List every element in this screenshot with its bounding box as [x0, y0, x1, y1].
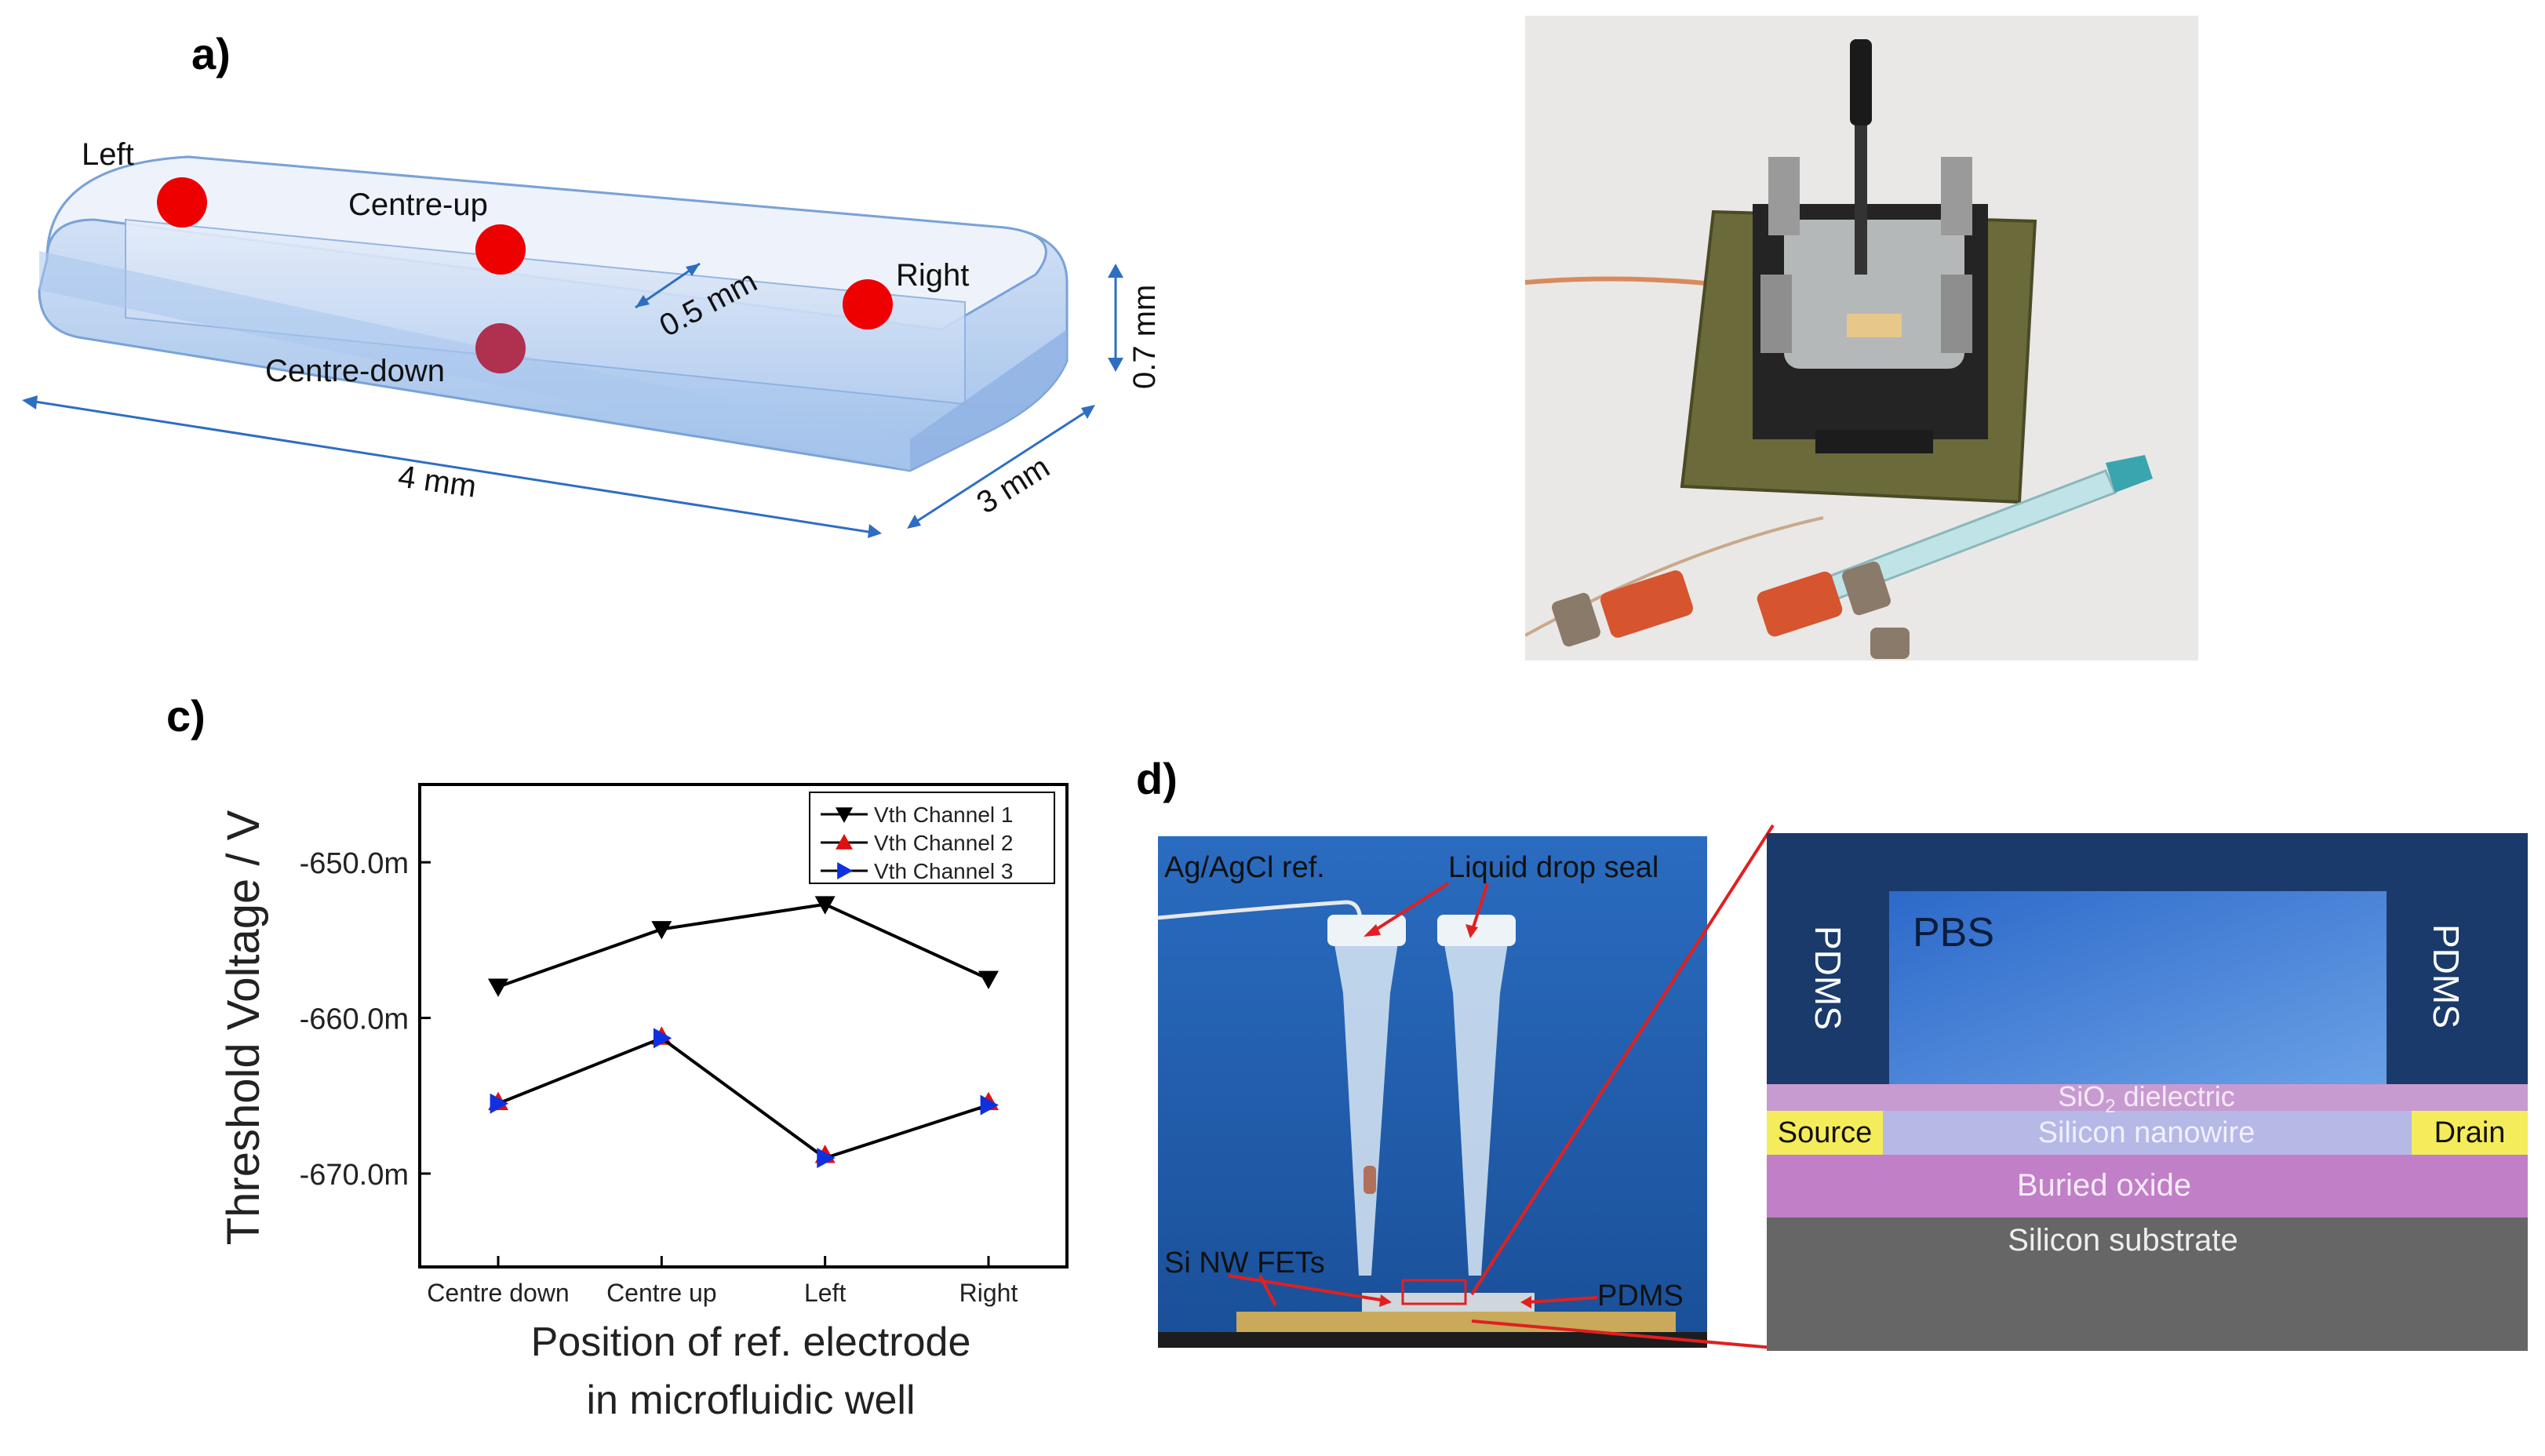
nanowire-layer: [1767, 1111, 2528, 1155]
photo-d-background: [1158, 836, 1707, 1348]
series-line-3: [497, 1036, 989, 1160]
legend: Vth Channel 1 Vth Channel 2 Vth Channel 3: [809, 792, 1055, 884]
x-tick-label: Right: [959, 1279, 1018, 1307]
tube-connector: [1600, 570, 1693, 638]
marker-centre-down: [475, 323, 526, 373]
data-point-series-1: [814, 896, 836, 915]
label-centre-up: Centre-up: [348, 187, 488, 222]
data-point-series-3: [653, 1028, 672, 1049]
panel-a-label: a): [191, 29, 231, 78]
microfluidic-well-diagram: Left Centre-up Right Centre-down 0.5 mm …: [22, 137, 1162, 538]
y-axis-label: Threshold Voltage / V: [218, 810, 269, 1245]
label-centre-down: Centre-down: [265, 354, 445, 388]
well-front-face: [39, 251, 910, 471]
label-pdms-left: PDMS: [1808, 926, 1848, 1030]
data-point-series-3: [817, 1148, 836, 1169]
legend-marker-2: [836, 834, 853, 850]
pipette-right: [1440, 923, 1511, 1276]
label-sio2: SiO2 dielectric: [2058, 1080, 2234, 1117]
clear-lid: [1784, 220, 1964, 369]
x-axis-label-line2: in microfluidic well: [587, 1378, 916, 1423]
dim-width-line: [909, 406, 1093, 527]
silicon-substrate-layer: [1767, 1218, 2528, 1351]
panel-c-label: c): [166, 691, 206, 741]
label-drain: Drain: [2434, 1116, 2506, 1149]
zoom-connector: [1470, 824, 1775, 1349]
marker-right: [843, 279, 893, 329]
well-side-face: [910, 329, 1067, 471]
legend-marker-1: [836, 807, 853, 823]
pipette-left: [1331, 923, 1401, 1276]
label-pbs: PBS: [1913, 910, 1994, 956]
drain-contact: [2412, 1111, 2528, 1155]
y-tick-label: -670.0m: [300, 1159, 409, 1192]
label-silicon-substrate: Silicon substrate: [2008, 1223, 2237, 1258]
label-source: Source: [1778, 1116, 1872, 1149]
device-photo: Ag/AgCl ref. Liquid drop seal Si NW FETs…: [1158, 836, 1707, 1348]
y-tick-label: -660.0m: [300, 1003, 409, 1036]
series-line-1: [497, 902, 989, 988]
y-tick-label: -650.0m: [300, 847, 409, 880]
legend-entry-1: Vth Channel 1: [874, 803, 1013, 827]
sio2-layer: [1767, 1084, 2528, 1111]
legend-marker-3: [837, 862, 853, 879]
label-left: Left: [82, 137, 134, 172]
seal-cap-right: [1437, 915, 1516, 946]
data-point-series-1: [978, 970, 999, 989]
label-buried-oxide: Buried oxide: [2017, 1168, 2191, 1203]
label-pdms-photo: PDMS: [1597, 1279, 1684, 1312]
ref-wire: [1158, 900, 1363, 923]
label-right: Right: [896, 258, 969, 293]
label-width: 3 mm: [970, 450, 1055, 520]
marker-centre-up: [475, 224, 526, 275]
x-tick-label: Left: [804, 1279, 846, 1307]
device-cross-section: PDMS PDMS PBS SiO2 dielectric Source Dra…: [1767, 833, 2528, 1351]
label-si-nw-fets: Si NW FETs: [1164, 1247, 1325, 1279]
label-ag-agcl-ref: Ag/AgCl ref.: [1164, 851, 1325, 884]
data-point-series-3: [980, 1094, 999, 1116]
label-pdms-right: PDMS: [2426, 924, 2467, 1028]
plot-frame: [418, 783, 1069, 1269]
dim-length-line: [24, 399, 879, 535]
marker-left: [157, 177, 207, 228]
source-contact: [1767, 1111, 1883, 1155]
pbs-region: [1889, 891, 2387, 1084]
setup-photo: [1525, 16, 2198, 661]
data-point-series-1: [488, 978, 508, 997]
data-point-series-1: [651, 921, 672, 940]
legend-entry-3: Vth Channel 3: [874, 859, 1013, 883]
data-point-series-3: [490, 1093, 508, 1114]
x-tick-label: Centre up: [606, 1279, 717, 1307]
label-liquid-drop-seal: Liquid drop seal: [1448, 851, 1658, 884]
label-length: 4 mm: [396, 459, 479, 504]
legend-entry-2: Vth Channel 2: [874, 831, 1013, 855]
x-tick-label: Centre down: [427, 1279, 569, 1307]
chip-carrier: [1236, 1312, 1676, 1332]
panel-d-label: d): [1136, 754, 1178, 803]
threshold-voltage-chart: -650.0m -660.0m -670.0m Centre down Centre …: [218, 783, 1069, 1423]
x-axis-label-line1: Position of ref. electrode: [531, 1320, 971, 1365]
label-silicon-nanowire: Silicon nanowire: [2038, 1116, 2256, 1149]
buried-oxide-layer: [1767, 1155, 2528, 1218]
label-height: 0.7 mm: [1127, 285, 1162, 389]
